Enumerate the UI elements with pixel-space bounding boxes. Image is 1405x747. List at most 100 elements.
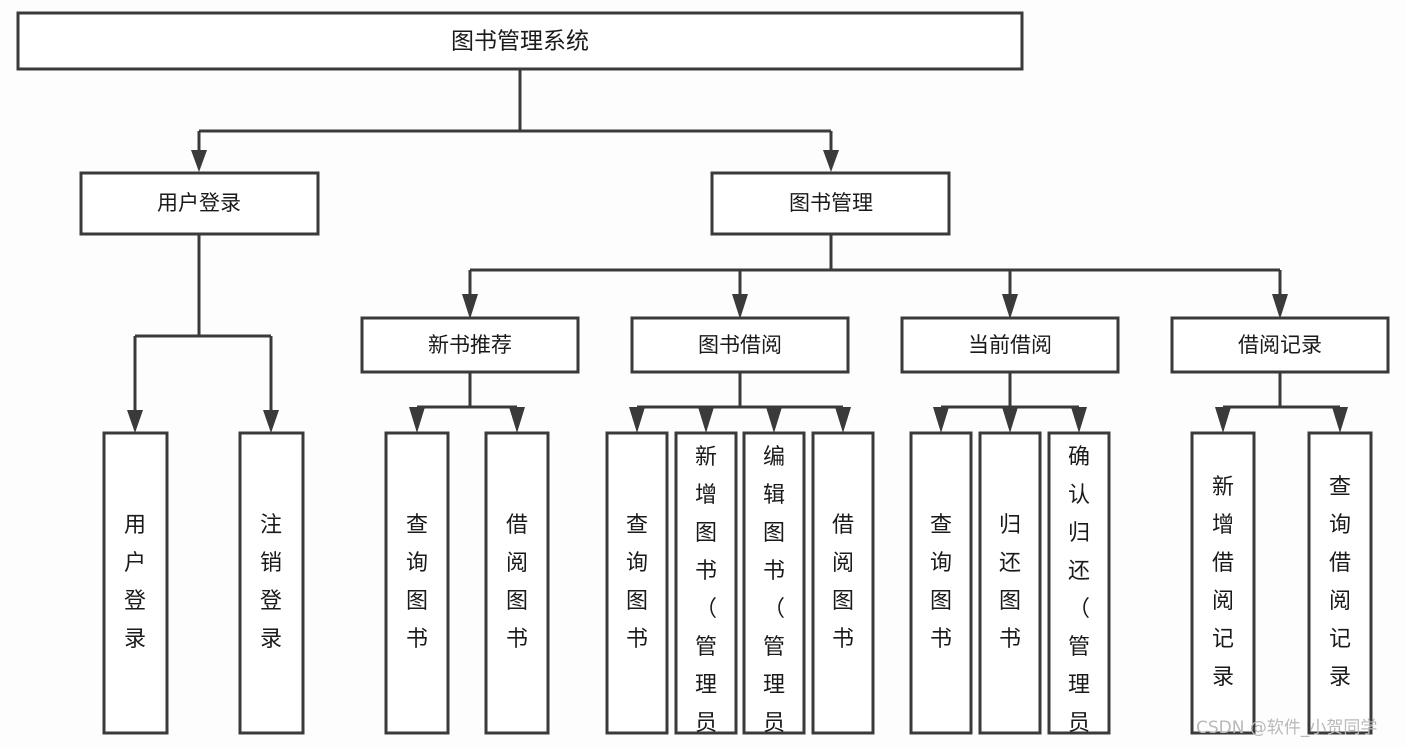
csdn-watermark: CSDN @软件_小贺同学 xyxy=(1196,718,1377,738)
leaf-text-char: 借 xyxy=(832,513,854,538)
leaf-text-char: 图 xyxy=(506,589,528,614)
leaf-text-char: 员 xyxy=(763,711,785,736)
leaf-text-char: 阅 xyxy=(832,551,854,576)
leaf-text-char: 查 xyxy=(930,513,952,538)
arrow-root-to-user-login xyxy=(191,150,207,172)
leaf-box[interactable] xyxy=(1307,431,1373,735)
leaf-text-char: 书 xyxy=(506,627,528,652)
leaf-text-char: 书 xyxy=(930,627,952,652)
connector-layer xyxy=(127,69,1348,433)
user-login-label: 用户登录 xyxy=(157,191,241,215)
leaf-user-login-0[interactable]: 用户登录 xyxy=(102,431,169,735)
leaf-box[interactable] xyxy=(978,431,1042,735)
leaf-box[interactable] xyxy=(605,431,669,735)
arrow-book-borrow-leaf-0 xyxy=(629,407,645,433)
arrow-new-book-leaf-0 xyxy=(409,407,425,433)
leaf-text-char: 借 xyxy=(506,513,528,538)
leaf-box[interactable] xyxy=(909,431,973,735)
arrow-borrow-record-leaf-1 xyxy=(1332,407,1348,433)
arrow-root-to-book-mgmt xyxy=(823,150,839,172)
leaf-text-char: 记 xyxy=(1212,627,1234,652)
new-book-recommend-label: 新书推荐 xyxy=(428,333,512,357)
leaf-box[interactable] xyxy=(102,431,169,735)
leaf-text-char: 确 xyxy=(1068,445,1090,470)
arrow-book-mgmt-child-0 xyxy=(462,294,478,319)
leaf-text-char: 归 xyxy=(999,513,1021,538)
root-box[interactable] xyxy=(16,11,1024,71)
leaf-text-char: 图 xyxy=(695,521,717,546)
arrow-book-mgmt-child-3 xyxy=(1272,294,1288,319)
leaf-text-char: 新 xyxy=(1212,475,1234,500)
leaf-box[interactable] xyxy=(238,431,305,735)
arrow-book-mgmt-child-1 xyxy=(732,294,748,319)
leaf-text-char: 户 xyxy=(124,551,146,576)
leaf-text-char: 理 xyxy=(695,673,717,698)
current-borrow-label: 当前借阅 xyxy=(968,333,1052,357)
leaf-text-char: 理 xyxy=(1068,673,1090,698)
borrow-record-box[interactable] xyxy=(1170,316,1390,374)
leaf-box[interactable] xyxy=(1047,431,1111,735)
leaf-box[interactable] xyxy=(811,431,875,735)
node-current-borrow[interactable]: 当前借阅 xyxy=(900,316,1120,374)
leaf-text-char: 阅 xyxy=(1329,589,1351,614)
node-book-management[interactable]: 图书管理 xyxy=(710,171,951,236)
node-book-borrow[interactable]: 图书借阅 xyxy=(630,316,850,374)
leaf-text-char: 录 xyxy=(260,627,282,652)
new-book-recommend-box[interactable] xyxy=(360,316,580,374)
leaf-text-char: 借 xyxy=(1212,551,1234,576)
node-borrow-record[interactable]: 借阅记录 xyxy=(1170,316,1390,374)
leaf-text-char: 登 xyxy=(124,589,146,614)
leaf-text-char: 员 xyxy=(695,711,717,736)
leaf-box[interactable] xyxy=(674,431,738,735)
leaf-box[interactable] xyxy=(1190,431,1256,735)
book-borrow-label: 图书借阅 xyxy=(698,333,782,357)
leaf-box[interactable] xyxy=(384,431,450,735)
leaf-text-char: 认 xyxy=(1068,483,1090,508)
user-login-box[interactable] xyxy=(79,171,320,236)
node-user-login[interactable]: 用户登录 xyxy=(79,171,320,236)
leaf-text-char: 书 xyxy=(832,627,854,652)
leaf-box[interactable] xyxy=(484,431,550,735)
arrow-book-mgmt-child-2 xyxy=(1002,294,1018,319)
leaf-text-char: 询 xyxy=(930,551,952,576)
arrow-book-borrow-leaf-3 xyxy=(835,407,851,433)
leaf-text-char: 登 xyxy=(260,589,282,614)
root-label: 图书管理系统 xyxy=(451,29,589,55)
book-management-box[interactable] xyxy=(710,171,951,236)
arrow-current-borrow-leaf-1 xyxy=(1002,407,1018,433)
leaf-text-char: 书 xyxy=(626,627,648,652)
leaf-text-char: 录 xyxy=(1329,665,1351,690)
arrow-current-borrow-leaf-2 xyxy=(1071,407,1087,433)
leaf-box[interactable] xyxy=(742,431,806,735)
leaf-text-char: 图 xyxy=(406,589,428,614)
arrow-new-book-leaf-1 xyxy=(509,407,525,433)
leaf-text-char: 还 xyxy=(1068,559,1090,584)
current-borrow-box[interactable] xyxy=(900,316,1120,374)
leaf-text-char: 阅 xyxy=(1212,589,1234,614)
leaf-text-char: 阅 xyxy=(506,551,528,576)
node-new-book-recommend[interactable]: 新书推荐 xyxy=(360,316,580,374)
leaf-text-char: 书 xyxy=(406,627,428,652)
book-borrow-box[interactable] xyxy=(630,316,850,374)
leaf-text-char: 增 xyxy=(695,483,717,508)
node-root-system[interactable]: 图书管理系统 xyxy=(16,11,1024,71)
